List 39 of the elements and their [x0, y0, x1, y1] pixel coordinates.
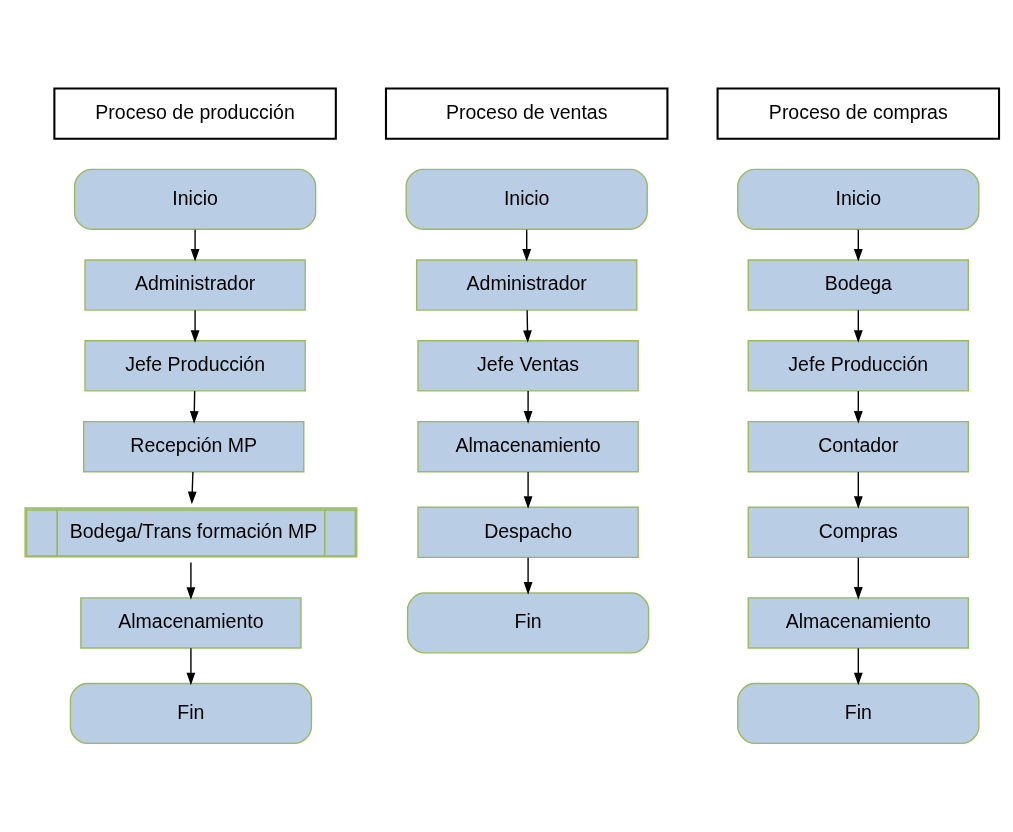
arrow	[523, 471, 533, 509]
node-box: Jefe Ventas	[417, 340, 639, 392]
node-box: Almacenamiento	[747, 597, 970, 649]
arrow	[853, 390, 863, 424]
node-box: Administrador	[415, 259, 638, 311]
arrow	[523, 309, 532, 343]
node-box: Inicio	[73, 168, 317, 230]
node-box: Bodega	[747, 259, 970, 311]
arrow	[853, 309, 863, 343]
node-box: Proceso de ventas	[384, 87, 669, 140]
arrow	[523, 557, 533, 595]
arrow	[190, 229, 200, 262]
arrow	[187, 471, 197, 505]
node-box: Jefe Producción	[747, 340, 970, 392]
node-box: Almacenamiento	[80, 597, 302, 649]
arrow	[522, 229, 532, 262]
arrow	[523, 390, 533, 424]
arrow	[190, 309, 200, 343]
node-box: Despacho	[417, 506, 639, 559]
node-box: Almacenamiento	[417, 420, 639, 473]
node-box: Recepción MP	[82, 420, 305, 473]
node-box: Fin	[737, 682, 980, 745]
node-box: Proceso de compras	[716, 87, 1001, 140]
arrow	[853, 647, 863, 686]
node-box: Proceso de producción	[53, 87, 337, 140]
node-box: Administrador	[84, 259, 306, 311]
arrow	[853, 557, 863, 600]
arrow	[186, 647, 196, 686]
arrow	[853, 229, 863, 262]
node-box: Inicio	[405, 168, 648, 230]
node-box: Contador	[747, 420, 970, 473]
node-box: Compras	[747, 506, 970, 559]
node-box: Fin	[406, 592, 650, 654]
arrow	[186, 561, 196, 600]
node-box: Fin	[69, 682, 313, 745]
node-box: Jefe Producción	[84, 340, 306, 392]
arrow	[189, 390, 199, 424]
node-box: Inicio	[737, 168, 980, 230]
arrow	[853, 471, 863, 509]
